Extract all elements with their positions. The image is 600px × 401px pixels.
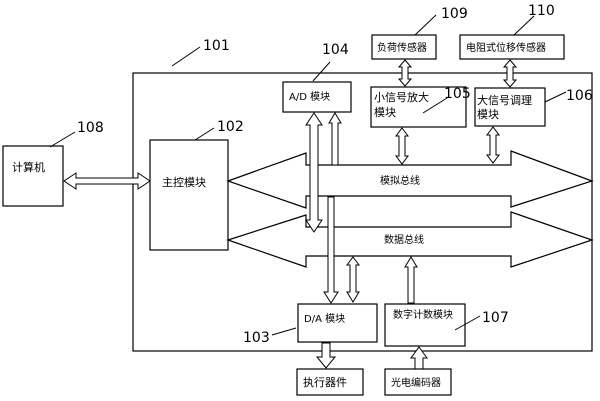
large-cond-leader — [544, 91, 567, 103]
counter-module-box — [384, 303, 466, 347]
large-cond-ref: 106 — [566, 88, 593, 104]
resist-sensor-cond-link — [502, 59, 518, 88]
small-amp-ref: 105 — [444, 86, 471, 102]
computer-leader — [49, 131, 76, 148]
da-module-ref: 103 — [243, 330, 270, 346]
small-amp-label-1: 小信号放大 — [374, 90, 429, 104]
counter-module-leader — [454, 315, 481, 331]
master-module-ref: 102 — [217, 119, 244, 135]
computer-ref: 108 — [77, 120, 104, 136]
small-amp-analogbus-link — [395, 127, 409, 165]
load-sensor-label: 负荷传感器 — [377, 41, 427, 54]
ad-module-leader — [312, 61, 331, 82]
data-bus-label: 数据总线 — [384, 233, 424, 246]
ad-module-ref: 104 — [322, 42, 349, 58]
small-amp-box — [370, 86, 467, 128]
analog-bus-label: 模拟总线 — [380, 174, 420, 187]
large-cond-label-2: 模块 — [477, 108, 499, 121]
computer-label: 计算机 — [12, 160, 45, 174]
encoder-box — [384, 368, 452, 396]
data-bus — [226, 211, 594, 268]
resist-sensor-leader — [513, 15, 535, 36]
computer-box — [2, 145, 64, 207]
ad-module-label: A/D 模块 — [289, 91, 330, 103]
actuator-box — [296, 368, 364, 396]
da-module-leader — [271, 327, 297, 336]
databus-da-link — [346, 256, 360, 303]
da-module-box — [297, 303, 378, 343]
master-module-leader — [194, 127, 215, 141]
small-amp-label-2: 模块 — [374, 106, 396, 119]
load-sensor-box — [371, 34, 437, 60]
master-module-box — [149, 139, 229, 251]
counter-module-ref: 107 — [482, 310, 509, 326]
large-cond-box — [474, 87, 546, 127]
ad-module-box — [282, 81, 352, 113]
analog-bus — [226, 150, 594, 209]
encoder-label: 光电编码器 — [391, 376, 441, 389]
analogbus-da-link — [323, 196, 339, 304]
main-frame-leader — [171, 46, 201, 67]
ad-databus-link — [305, 112, 323, 233]
main-frame-ref: 101 — [203, 38, 230, 54]
da-module-label: D/A 模块 — [304, 313, 345, 325]
load-sensor-ref: 109 — [441, 6, 468, 22]
ad-analogbus-link — [328, 112, 342, 166]
da-actuator-link — [315, 342, 337, 369]
resist-sensor-label: 电阻式位移传感器 — [466, 41, 546, 54]
large-cond-label-1: 大信号调理 — [477, 93, 532, 107]
actuator-label: 执行器件 — [303, 375, 347, 389]
resist-sensor-box — [459, 34, 565, 60]
large-cond-analogbus-link — [486, 126, 500, 164]
resist-sensor-ref: 110 — [528, 3, 555, 19]
counter-databus-link — [404, 256, 418, 304]
master-module-label: 主控模块 — [162, 175, 206, 189]
load-sensor-amp-link — [397, 59, 413, 87]
small-amp-leader — [422, 97, 448, 114]
load-sensor-leader — [414, 14, 437, 36]
counter-module-label: 数字计数模块 — [393, 308, 453, 321]
